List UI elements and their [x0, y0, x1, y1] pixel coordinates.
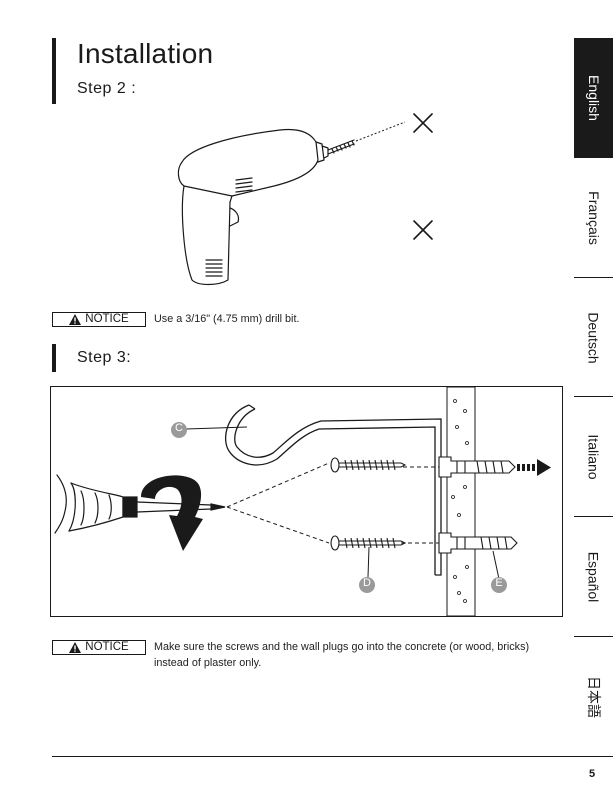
page-number: 5 — [589, 768, 595, 780]
step-3-figure: C D E — [50, 386, 563, 617]
notice-text: Make sure the screws and the wall plugs … — [154, 639, 564, 671]
footer-divider — [52, 756, 613, 757]
tab-label: English — [586, 75, 602, 121]
tab-italiano[interactable]: Italiano — [574, 397, 613, 517]
tab-label: Italiano — [586, 434, 602, 479]
notice-label: NOTICE — [85, 642, 128, 654]
installation-diagram — [51, 387, 562, 616]
tab-label: Français — [586, 191, 602, 245]
tab-label: Español — [586, 552, 602, 603]
tab-label: 日本語 — [584, 676, 604, 718]
tab-label: Deutsch — [586, 312, 602, 363]
step-3-bar — [52, 344, 56, 372]
notice-badge: NOTICE — [52, 312, 146, 327]
tab-deutsch[interactable]: Deutsch — [574, 278, 613, 398]
step-2-title: Step 2 : — [77, 80, 136, 98]
callout-c-label: C — [173, 422, 185, 434]
tab-espanol[interactable]: Español — [574, 517, 613, 637]
notice-badge: NOTICE — [52, 640, 146, 655]
step-3-title: Step 3: — [77, 349, 131, 367]
notice-text: Use a 3/16" (4.75 mm) drill bit. — [154, 311, 564, 327]
callout-e-label: E — [493, 577, 505, 589]
warning-triangle-icon — [69, 314, 81, 325]
callout-d-label: D — [361, 577, 373, 589]
tab-francais[interactable]: Français — [574, 158, 613, 278]
heading-bar — [52, 38, 56, 104]
warning-triangle-icon — [69, 642, 81, 653]
drill-illustration — [170, 110, 440, 290]
page-title: Installation — [77, 38, 213, 70]
tab-english[interactable]: English — [574, 38, 613, 158]
notice-label: NOTICE — [85, 314, 128, 326]
tab-japanese[interactable]: 日本語 — [574, 637, 613, 757]
